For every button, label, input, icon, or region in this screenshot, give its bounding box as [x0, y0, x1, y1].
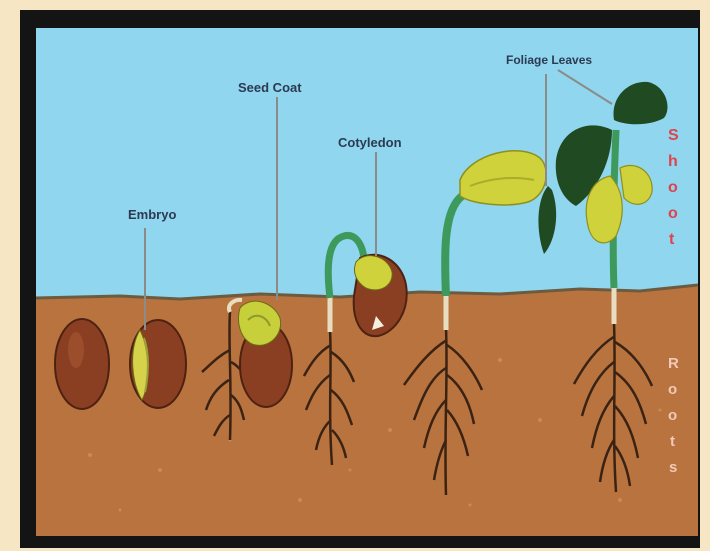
shoot-letter: o: [668, 205, 678, 222]
roots-letter: s: [669, 459, 677, 476]
foliage-leaves-label: Foliage Leaves: [506, 53, 592, 67]
shoot-letter: o: [668, 179, 678, 196]
cotyledon-label: Cotyledon: [338, 135, 402, 150]
seed-coat-label: Seed Coat: [238, 80, 302, 95]
shoot-letter: t: [669, 231, 675, 248]
roots-letter: t: [670, 433, 675, 450]
stage-2-seed-embryo: [130, 320, 186, 408]
shoot-letter: S: [668, 127, 679, 144]
stage-1-seed: [55, 319, 109, 409]
shoot-letter: h: [668, 153, 678, 170]
embryo-label: Embryo: [128, 207, 176, 222]
roots-letter: R: [668, 355, 679, 372]
roots-letter: o: [668, 407, 677, 424]
roots-letter: o: [668, 381, 677, 398]
